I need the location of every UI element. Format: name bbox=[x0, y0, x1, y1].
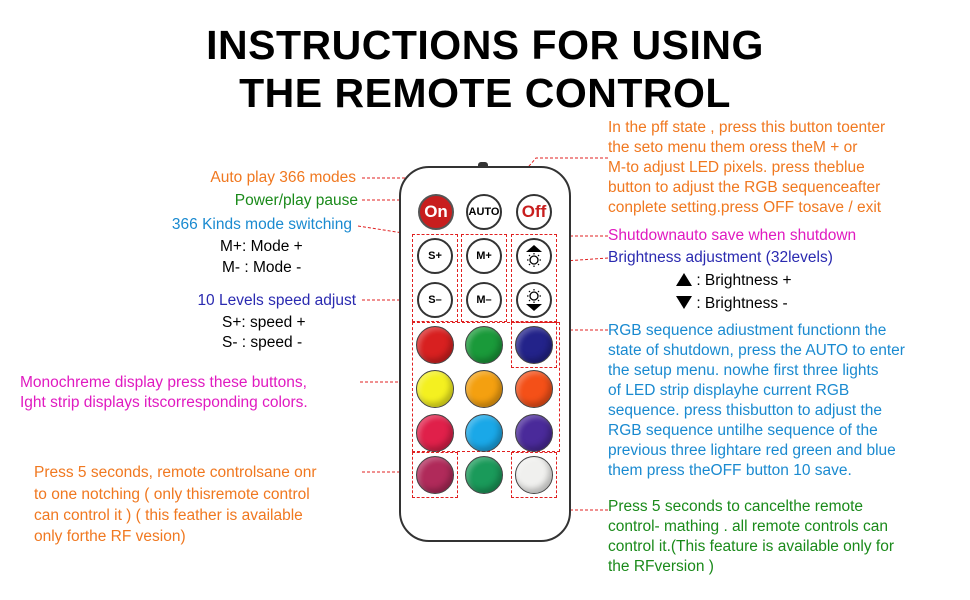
rgb-sequence-box bbox=[511, 322, 557, 368]
title-line-2: THE REMOTE CONTROL bbox=[239, 70, 731, 116]
label-rgb-5: sequence. press thisbutton to adjust the bbox=[608, 402, 883, 419]
color-button[interactable] bbox=[515, 456, 553, 494]
label-pff-5: conplete setting.press OFF tosave / exit bbox=[608, 199, 882, 216]
color-button[interactable] bbox=[416, 370, 454, 408]
color-button[interactable] bbox=[465, 414, 503, 452]
label-rgb-1: RGB sequence adiustment functionn the bbox=[608, 322, 887, 339]
speed-buttons-box bbox=[412, 234, 458, 322]
mode-plus-button[interactable]: M+ bbox=[466, 238, 502, 274]
label-press5-1: Press 5 seconds, remote controlsane onr bbox=[34, 464, 317, 481]
speed-plus-button[interactable]: S+ bbox=[417, 238, 453, 274]
label-mono-1: Monochreme display press these buttons, bbox=[20, 374, 307, 391]
mode-buttons-box bbox=[461, 234, 507, 322]
pair-button-box bbox=[412, 452, 458, 498]
label-rgb-8: them press theOFF button 10 save. bbox=[608, 462, 852, 479]
label-press5-4: only forthe RF vesion) bbox=[34, 528, 186, 545]
label-pff-1: In the pff state , press this button toe… bbox=[608, 119, 886, 136]
color-button[interactable] bbox=[416, 414, 454, 452]
label-auto-play: Auto play 366 modes bbox=[210, 169, 356, 186]
label-rgb-3: the setup menu. nowhe first three lights bbox=[608, 362, 879, 379]
speed-minus-button[interactable]: S– bbox=[417, 282, 453, 318]
brightness-buttons-box bbox=[511, 234, 557, 322]
remote-antenna bbox=[478, 162, 488, 168]
label-kinds: 366 Kinds mode switching bbox=[171, 216, 352, 233]
label-rgb-7: previous three lightare red green and bl… bbox=[608, 442, 896, 459]
triangle-down-icon bbox=[676, 296, 692, 309]
label-cancel-3: control it.(This feature is available on… bbox=[608, 538, 895, 555]
label-press5-3: can control it ) ( this feather is avail… bbox=[34, 507, 303, 524]
label-mode-minus: M- : Mode - bbox=[222, 259, 302, 276]
label-cancel-4: the RFversion ) bbox=[608, 558, 714, 575]
label-pff-4: button to adjust the RGB sequenceafter bbox=[608, 179, 881, 196]
mode-minus-button[interactable]: M– bbox=[466, 282, 502, 318]
color-button[interactable] bbox=[515, 414, 553, 452]
label-cancel-2: control- mathing . all remote controls c… bbox=[608, 518, 888, 535]
bright-plus-row: : Brightness + bbox=[676, 271, 792, 291]
label-pff-2: the seto menu them oress theM + or bbox=[608, 139, 858, 156]
color-button[interactable] bbox=[515, 326, 553, 364]
label-pff-3: M-to adjust LED pixels. press theblue bbox=[608, 159, 865, 176]
label-cancel-1: Press 5 seconds to cancelthe remote bbox=[608, 498, 864, 515]
triangle-up-icon bbox=[676, 273, 692, 286]
label-speed-adjust: 10 Levels speed adjust bbox=[197, 292, 356, 309]
bright-minus-row: : Brightness - bbox=[676, 294, 788, 314]
color-button[interactable] bbox=[416, 326, 454, 364]
cancel-button-box bbox=[511, 452, 557, 498]
label-rgb-6: RGB sequence untilhe sequence of the bbox=[608, 422, 878, 439]
off-button[interactable]: Off bbox=[516, 194, 552, 230]
brightness-up-button[interactable] bbox=[516, 238, 552, 274]
label-press5-2: to one notching ( only thisremote contro… bbox=[34, 486, 310, 503]
color-button[interactable] bbox=[465, 370, 503, 408]
label-shutdown: Shutdownauto save when shutdown bbox=[608, 227, 857, 244]
color-button[interactable] bbox=[465, 326, 503, 364]
auto-button[interactable]: AUTO bbox=[466, 194, 502, 230]
label-mono-2: Ight strip displays itscorresponding col… bbox=[20, 394, 308, 411]
color-button[interactable] bbox=[416, 456, 454, 494]
label-speed-minus: S- : speed - bbox=[222, 334, 303, 351]
label-rgb-4: of LED strip displayhe current RGB bbox=[608, 382, 850, 399]
color-button[interactable] bbox=[465, 456, 503, 494]
title-line-1: INSTRUCTIONS FOR USING bbox=[206, 22, 764, 68]
label-rgb-2: state of shutdown, press the AUTO to ent… bbox=[608, 342, 905, 359]
brightness-down-icon bbox=[526, 289, 542, 311]
label-speed-plus: S+: speed + bbox=[222, 314, 306, 331]
label-power: Power/play pause bbox=[234, 192, 358, 209]
label-mode-plus: M+: Mode + bbox=[220, 238, 303, 255]
leader-pff bbox=[503, 157, 608, 196]
brightness-up-icon bbox=[526, 245, 542, 267]
brightness-down-button[interactable] bbox=[516, 282, 552, 318]
on-button[interactable]: On bbox=[418, 194, 454, 230]
label-brightness: Brightness adjustment (32levels) bbox=[608, 249, 833, 266]
label-bright-plus: : Brightness + bbox=[696, 272, 792, 289]
color-button[interactable] bbox=[515, 370, 553, 408]
label-bright-minus: : Brightness - bbox=[696, 295, 788, 312]
